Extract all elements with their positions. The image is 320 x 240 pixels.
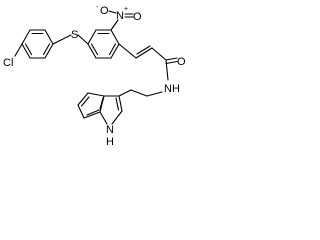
amide-hydrogen-label: H (172, 83, 180, 95)
nitrobenzene-ring (87, 29, 120, 59)
indole-pyrrole-ring (99, 95, 123, 125)
vinyl-double-bond (135, 47, 153, 59)
nitro-bond (110, 19, 119, 31)
amide-c-bond (151, 47, 167, 61)
ethyl-bond-3 (118, 89, 132, 97)
amide-nitrogen-label: N (164, 83, 172, 95)
ethyl-bond-1 (146, 91, 163, 97)
chlorophenyl-ring (21, 29, 54, 59)
nitro-oxygen-right-label: O (133, 11, 142, 23)
s-bond-left (52, 34, 72, 45)
nitro-oxygen-left-label: O (100, 5, 109, 17)
carbonyl-oxygen-label: O (177, 56, 186, 68)
ethyl-bond-2 (130, 89, 148, 97)
amide-n-bond (165, 59, 169, 81)
s-bond-right (77, 34, 89, 45)
carbonyl-bond-2 (165, 60, 178, 65)
chlorine-label: Cl (3, 57, 13, 69)
nitro-n-o-left (108, 10, 117, 14)
carbonyl-bond-1 (165, 57, 178, 61)
vinyl-bond-1 (118, 43, 137, 59)
nitro-nitrogen-label: N (116, 10, 124, 22)
chemical-structure: Cl S N + O - O O N H N H (3, 4, 186, 148)
vinyl-double-bond-inner (136, 45, 151, 55)
indole-nitrogen-label: N (106, 124, 114, 136)
indole-benzene-ring (77, 92, 105, 119)
sulfur-label: S (71, 29, 78, 41)
cl-bond (14, 43, 23, 57)
nitro-nitrogen-charge: + (124, 6, 128, 13)
indole-hydrogen-label: H (106, 136, 114, 148)
nitro-oxygen-charge: - (96, 4, 99, 11)
